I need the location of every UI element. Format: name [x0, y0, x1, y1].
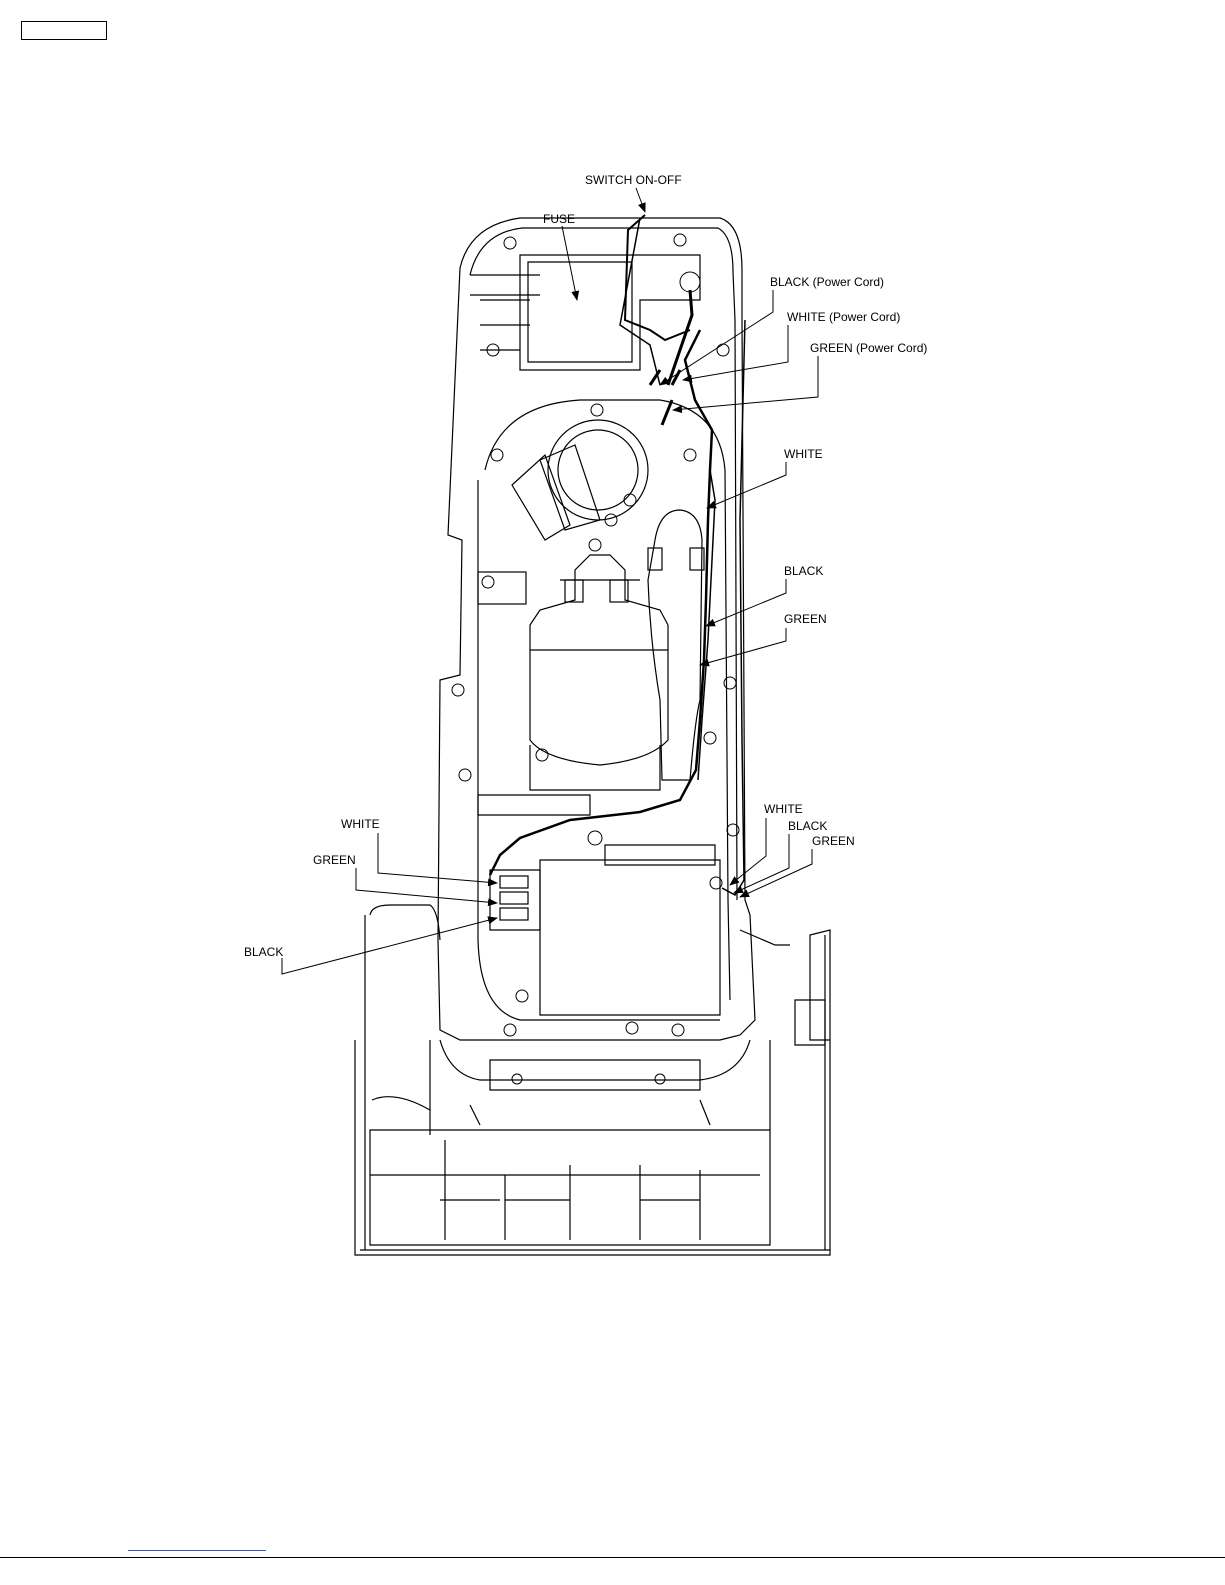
footer-rule [0, 1557, 1225, 1558]
label-white-power-cord: WHITE (Power Cord) [787, 310, 900, 324]
label-green-mid: GREEN [784, 612, 827, 626]
label-white-lower: WHITE [764, 802, 803, 816]
label-white-upper: WHITE [784, 447, 823, 461]
label-black-mid: BLACK [784, 564, 823, 578]
label-black-power-cord: BLACK (Power Cord) [770, 275, 884, 289]
label-black-lower: BLACK [788, 819, 827, 833]
label-black-left: BLACK [244, 945, 283, 959]
vacuum-housing-outline [355, 218, 830, 1255]
label-switch: SWITCH ON-OFF [585, 173, 682, 187]
label-fuse: FUSE [543, 212, 575, 226]
label-green-lower: GREEN [812, 834, 855, 848]
footer-link-underline[interactable] [128, 1550, 266, 1551]
callout-labels: SWITCH ON-OFF FUSE BLACK (Power Cord) WH… [244, 173, 927, 959]
label-green-left: GREEN [313, 853, 356, 867]
callout-leaders [282, 188, 818, 974]
label-white-left: WHITE [341, 817, 380, 831]
label-green-power-cord: GREEN (Power Cord) [810, 341, 927, 355]
